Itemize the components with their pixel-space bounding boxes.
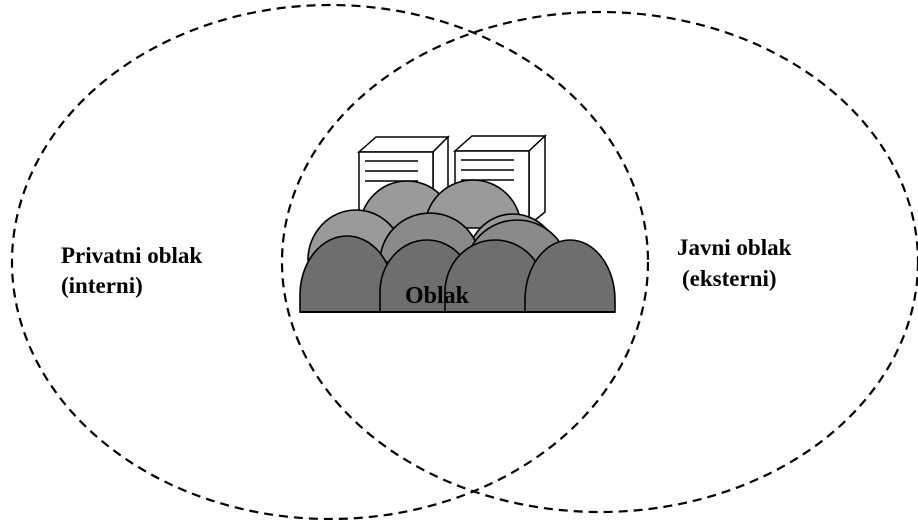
public-cloud-boundary [280,10,918,514]
cloud-icon [299,179,616,313]
cloud-illustration [299,134,616,313]
private-cloud-boundary [10,3,650,520]
private-cloud-sublabel: (interni) [61,273,143,298]
private-cloud-label: Privatni oblak [61,243,202,268]
public-cloud-label: Javni oblak [677,235,792,260]
public-cloud-sublabel: (eksterni) [682,266,777,291]
cloud-center-label: Oblak [405,283,470,309]
